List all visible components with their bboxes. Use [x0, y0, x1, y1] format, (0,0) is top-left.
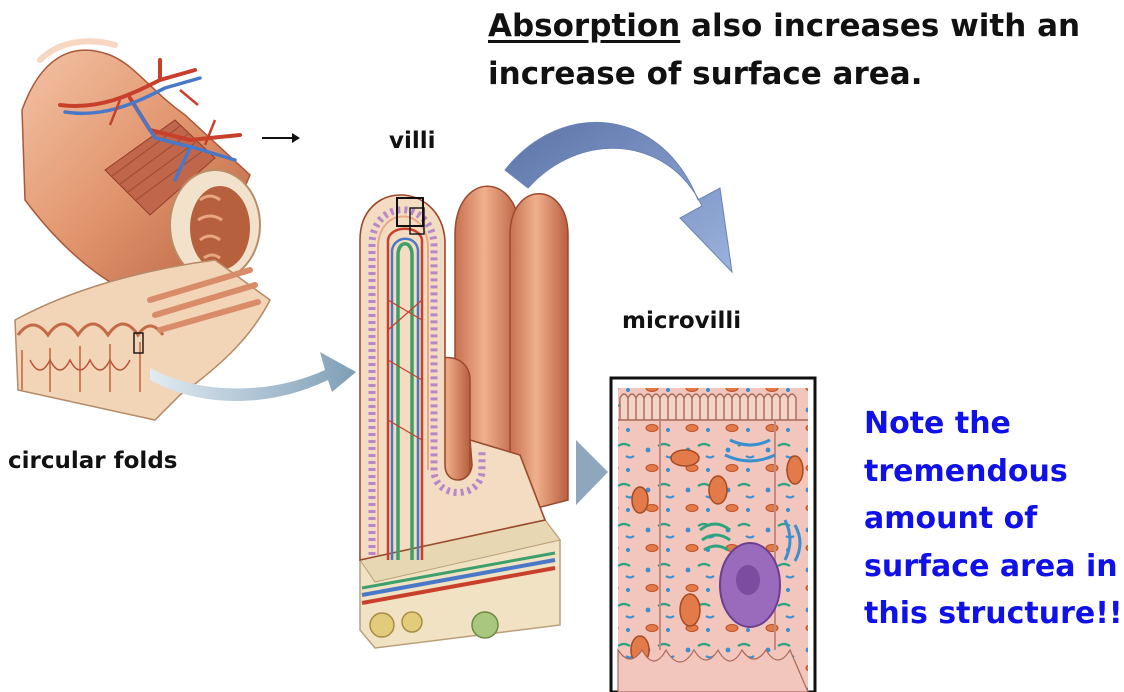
surface-area-note: Note the tremendous amount of surface ar… — [864, 400, 1124, 638]
note-line: amount of — [864, 501, 1038, 536]
heading-rest: also increases with an increase of surfa… — [488, 8, 1081, 92]
villi-section — [359, 185, 569, 649]
label-microvilli: microvilli — [622, 308, 742, 334]
to-microvilli-cell-arrow — [576, 440, 608, 505]
circular-folds-section — [14, 259, 271, 421]
villi-to-microvilli-arrow — [504, 121, 733, 274]
note-line: tremendous — [864, 453, 1068, 489]
note-line: surface area in — [864, 548, 1118, 584]
label-villi: villi — [389, 128, 436, 154]
note-line: this structure!! — [864, 596, 1123, 631]
heading-underlined-word: Absorption — [488, 8, 681, 44]
intestine-segment — [21, 38, 300, 301]
page-heading: Absorption also increases with an increa… — [488, 2, 1108, 98]
note-line: Note the — [864, 406, 1011, 441]
folds-to-villi-arrow — [150, 352, 356, 401]
label-circular-folds: circular folds — [8, 448, 178, 474]
microvilli-cell — [609, 376, 817, 692]
